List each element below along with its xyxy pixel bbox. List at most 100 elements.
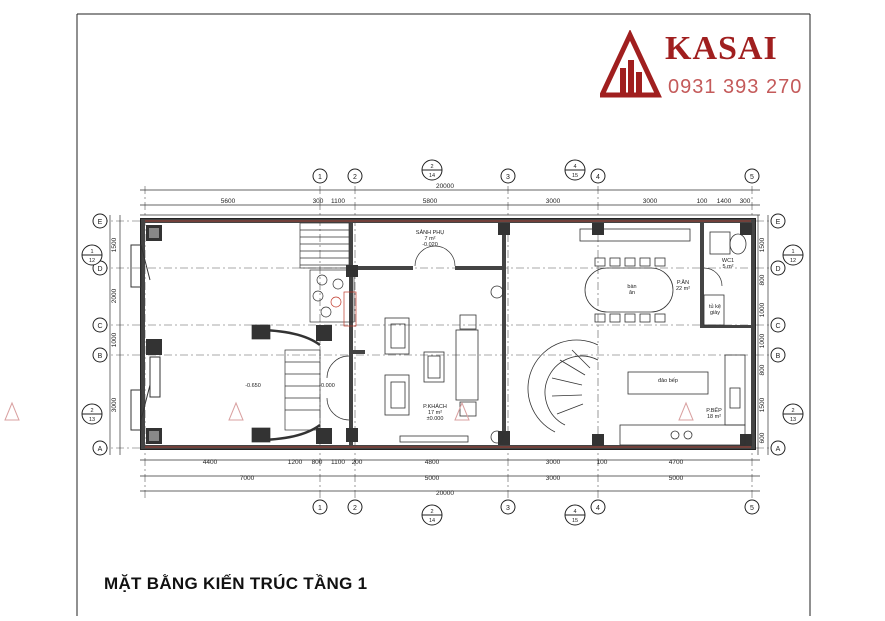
living-room-furniture (384, 285, 504, 444)
dim-top-seg-8: 1400 (717, 198, 732, 205)
grid-col-5-top: 5 (750, 174, 754, 181)
dim-right-5: 800 (759, 364, 766, 375)
brand-logo-mark (600, 30, 662, 98)
dim-top-seg-9: 300 (740, 198, 751, 205)
room-p-khach-level: ±0.000 (427, 416, 444, 422)
dim-top-seg-3: 1100 (331, 198, 345, 205)
dim-bottom-seg-5: 200 (352, 459, 363, 466)
staircase (251, 222, 350, 443)
grid-col-5-bottom: 5 (750, 505, 754, 512)
room-p-khach-area: 17 m² (428, 410, 442, 416)
room-tu-ke-name: tủ kệ (709, 303, 721, 310)
section-d-left-sheet: 13 (89, 417, 95, 423)
exterior-walls (140, 218, 756, 450)
dim-right-6: 1500 (759, 397, 766, 412)
brand-phone: 0931 393 270 (668, 76, 803, 98)
drawing-title: MẶT BẰNG KIẾN TRÚC TẦNG 1 (104, 574, 368, 593)
dim-bottom-seg-1: 4400 (203, 459, 218, 466)
section-b-top-num: 4 (573, 164, 576, 170)
grid-col-1-top: 1 (318, 174, 322, 181)
grid-col-4-top: 4 (596, 174, 600, 181)
grid-bubbles-top (312, 168, 760, 184)
dim-top-seg-4: 5800 (423, 198, 438, 205)
section-c-right-sheet: 12 (790, 258, 796, 264)
dim-bottom-seg-6: 4800 (425, 459, 440, 466)
grid-labels: 1 2 3 4 5 1 2 3 4 5 E D C B A E D C B A (97, 174, 780, 512)
section-d-left-num: 2 (90, 408, 93, 414)
spiral-staircase (527, 339, 599, 433)
room-tu-ke-sub: giày (710, 310, 720, 316)
section-d-right-sheet: 13 (790, 417, 796, 423)
dim-bottom-row2-4: 5000 (669, 475, 684, 482)
dim-bottom-row2-2: 5000 (425, 475, 440, 482)
dim-right-2: 800 (759, 274, 766, 285)
dimension-text-left: 1500 2000 1000 3000 (111, 237, 118, 412)
dim-right-1: 1500 (759, 237, 766, 252)
grid-col-1-bottom: 1 (318, 505, 322, 512)
section-marker-labels: 2 14 4 15 2 14 4 15 1 12 1 12 2 13 2 13 (89, 164, 796, 524)
grid-row-a-right: A (776, 446, 781, 453)
dimension-lines-sides (109, 215, 769, 455)
watermark-triangles (4, 401, 694, 421)
grid-row-c-left: C (97, 323, 102, 330)
dimension-text-right: 1500 800 1000 1000 800 1500 600 (759, 237, 766, 443)
dim-bottom-row2-1: 7000 (240, 475, 255, 482)
room-p-bep-area: 18 m² (707, 414, 721, 420)
room-p-khach-name: P.KHÁCH (423, 403, 447, 410)
level-mark-2: -0.000 (319, 383, 335, 389)
section-b-top-sheet: 15 (572, 173, 578, 179)
grid-row-e-left: E (98, 219, 103, 226)
room-wc1-name: WC1 (722, 258, 734, 264)
dim-top-seg-7: 100 (697, 198, 708, 205)
dim-bottom-seg-7: 3000 (546, 459, 561, 466)
dim-bottom-seg-8: 100 (597, 459, 608, 466)
section-c-left-num: 1 (90, 249, 93, 255)
dim-bottom-seg-3: 800 (312, 459, 323, 466)
grid-axes-vertical (144, 186, 753, 500)
dim-top-seg-2: 300 (313, 198, 324, 205)
grid-row-e-right: E (776, 219, 781, 226)
dim-top-seg-6: 3000 (643, 198, 658, 205)
grid-row-c-right: C (775, 323, 780, 330)
section-c-right-num: 1 (791, 249, 794, 255)
grid-col-3-top: 3 (506, 174, 510, 181)
front-porch-frames (130, 244, 161, 431)
grid-col-2-bottom: 2 (353, 505, 357, 512)
dimension-text-bottom: 4400 1200 800 1100 200 4800 3000 100 470… (203, 459, 684, 497)
dim-right-4: 1000 (759, 333, 766, 348)
level-mark-1: -0.650 (245, 383, 261, 389)
brand-name: KASAI (665, 30, 778, 67)
dim-bottom-seg-4: 1100 (331, 459, 345, 466)
grid-col-4-bottom: 4 (596, 505, 600, 512)
dimension-lines-top (140, 189, 760, 216)
room-labels: SẢNH PHỤ 7 m² -0.020 P.KHÁCH 17 m² ±0.00… (245, 229, 734, 422)
dim-top-seg-5: 3000 (546, 198, 561, 205)
doors (326, 245, 723, 421)
room-ban-an-sub: ăn (629, 290, 635, 296)
grid-bubbles-bottom (312, 499, 760, 515)
grid-row-d-left: D (97, 266, 102, 273)
room-sanh-phu-level: -0.020 (422, 242, 438, 248)
structural-columns (146, 223, 752, 446)
room-sanh-phu-area: 7 m² (425, 236, 436, 242)
dim-bottom-row2-3: 3000 (546, 475, 561, 482)
dining-table (579, 228, 691, 323)
section-a-top-sheet: 14 (429, 173, 435, 179)
kitchen-fixtures (619, 354, 746, 446)
grid-col-3-bottom: 3 (506, 505, 510, 512)
dimension-text-top: 20000 5600 300 1100 5800 3000 3000 100 1… (221, 183, 751, 205)
grid-row-b-right: B (776, 353, 781, 360)
dim-top-overall: 20000 (436, 183, 454, 190)
section-c-left-sheet: 12 (89, 258, 95, 264)
section-b-bottom-sheet: 15 (572, 518, 578, 524)
dim-bottom-overall: 20000 (436, 490, 454, 497)
dim-right-7: 600 (759, 432, 766, 443)
grid-row-a-left: A (98, 446, 103, 453)
grid-row-b-left: B (98, 353, 103, 360)
wc-fixtures (703, 231, 747, 326)
logo-triangle (600, 30, 662, 98)
dimension-lines-bottom (140, 459, 760, 492)
grid-bubbles-right (770, 213, 786, 456)
